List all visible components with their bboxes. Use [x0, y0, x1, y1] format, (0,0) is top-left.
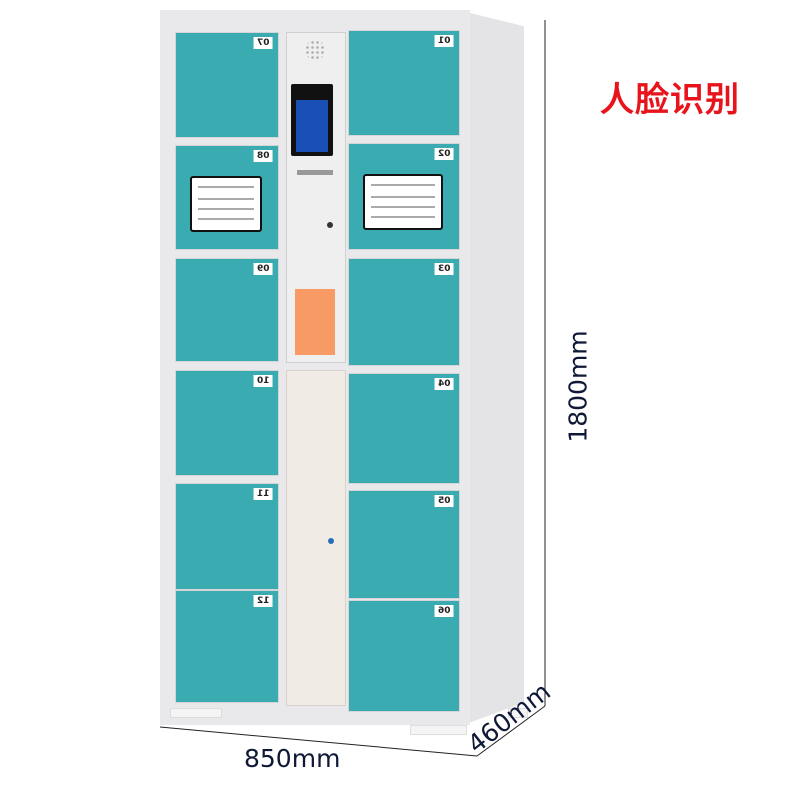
locker-door[interactable]: 02: [348, 143, 460, 250]
locker-door[interactable]: 05: [348, 490, 460, 599]
lock-keyhole-icon: [328, 538, 334, 544]
speaker-icon: [305, 40, 325, 60]
locker-door[interactable]: 09: [175, 258, 279, 362]
feature-title: 人脸识别: [600, 80, 740, 120]
instruction-panel: [190, 176, 262, 232]
locker-door[interactable]: 01: [348, 30, 460, 136]
locker-door[interactable]: 10: [175, 370, 279, 476]
locker-door[interactable]: 03: [348, 258, 460, 366]
width-label: 850mm: [244, 744, 341, 773]
locker-door[interactable]: 07: [175, 32, 279, 138]
cabinet-foot: [170, 708, 222, 718]
maintenance-door[interactable]: [286, 370, 346, 706]
instruction-sticker: [295, 289, 335, 355]
instruction-panel: [363, 174, 443, 230]
cabinet-foot: [410, 725, 467, 735]
lock-keyhole-icon: [327, 222, 333, 228]
locker-door[interactable]: 04: [348, 373, 460, 484]
width-line: [159, 726, 478, 757]
depth-line: [476, 705, 546, 757]
cabinet-side: [466, 12, 524, 724]
panel-caption: [297, 170, 333, 175]
height-label: 1800mm: [563, 330, 593, 443]
locker-door[interactable]: 12: [175, 590, 279, 703]
terminal-screen: [296, 100, 328, 152]
locker-door[interactable]: 11: [175, 483, 279, 590]
locker-door[interactable]: 08: [175, 145, 279, 250]
locker-door[interactable]: 06: [348, 600, 460, 712]
cabinet-foot: [508, 708, 528, 718]
